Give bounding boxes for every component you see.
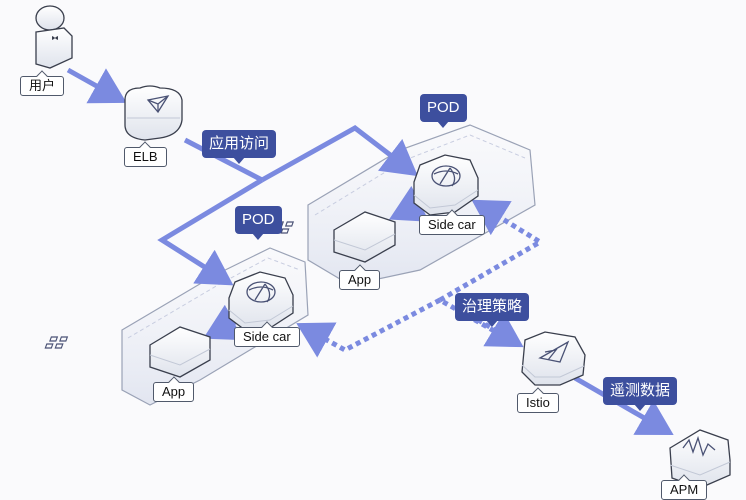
istio-sail-icon bbox=[538, 340, 570, 363]
edge-sidecar-app-top bbox=[389, 185, 430, 222]
app-grid-icon bbox=[44, 336, 69, 349]
elb-node[interactable] bbox=[124, 85, 183, 141]
sidecar-top-label: Side car bbox=[419, 215, 485, 235]
sidecar-bottom-label: Side car bbox=[234, 327, 300, 347]
app-bottom-label: App bbox=[153, 382, 195, 402]
edge-sidecar-app-bottom bbox=[203, 304, 244, 341]
pod-tag-bottom: POD bbox=[235, 206, 282, 240]
pod-tag-top: POD bbox=[420, 94, 467, 128]
apm-label: APM bbox=[661, 480, 708, 500]
app-top-label: App bbox=[339, 270, 381, 290]
istio-node[interactable] bbox=[521, 331, 586, 386]
user-node[interactable] bbox=[35, 5, 73, 69]
apm-node[interactable] bbox=[669, 429, 731, 489]
sidecar-node-bottom[interactable] bbox=[228, 271, 294, 331]
waveform-icon bbox=[682, 435, 716, 457]
app-node-top[interactable] bbox=[270, 211, 396, 263]
network-globe-icon bbox=[431, 165, 461, 187]
elb-label: ELB bbox=[124, 147, 167, 167]
user-icon bbox=[35, 5, 73, 69]
edge-label-telemetry: 遥测数据 bbox=[603, 377, 678, 411]
network-globe-icon bbox=[246, 281, 276, 303]
edge-label-governance-policy: 治理策略 bbox=[455, 293, 530, 327]
edge-user-elb bbox=[66, 67, 127, 104]
edge-label-app-access: 应用访问 bbox=[202, 130, 277, 164]
istio-label: Istio bbox=[517, 393, 559, 413]
app-node-bottom[interactable] bbox=[44, 326, 211, 378]
edge-elb-sidecars bbox=[157, 125, 418, 286]
user-label: 用户 bbox=[20, 76, 65, 96]
sidecar-node-top[interactable] bbox=[413, 154, 479, 216]
load-balancer-icon bbox=[146, 95, 170, 114]
